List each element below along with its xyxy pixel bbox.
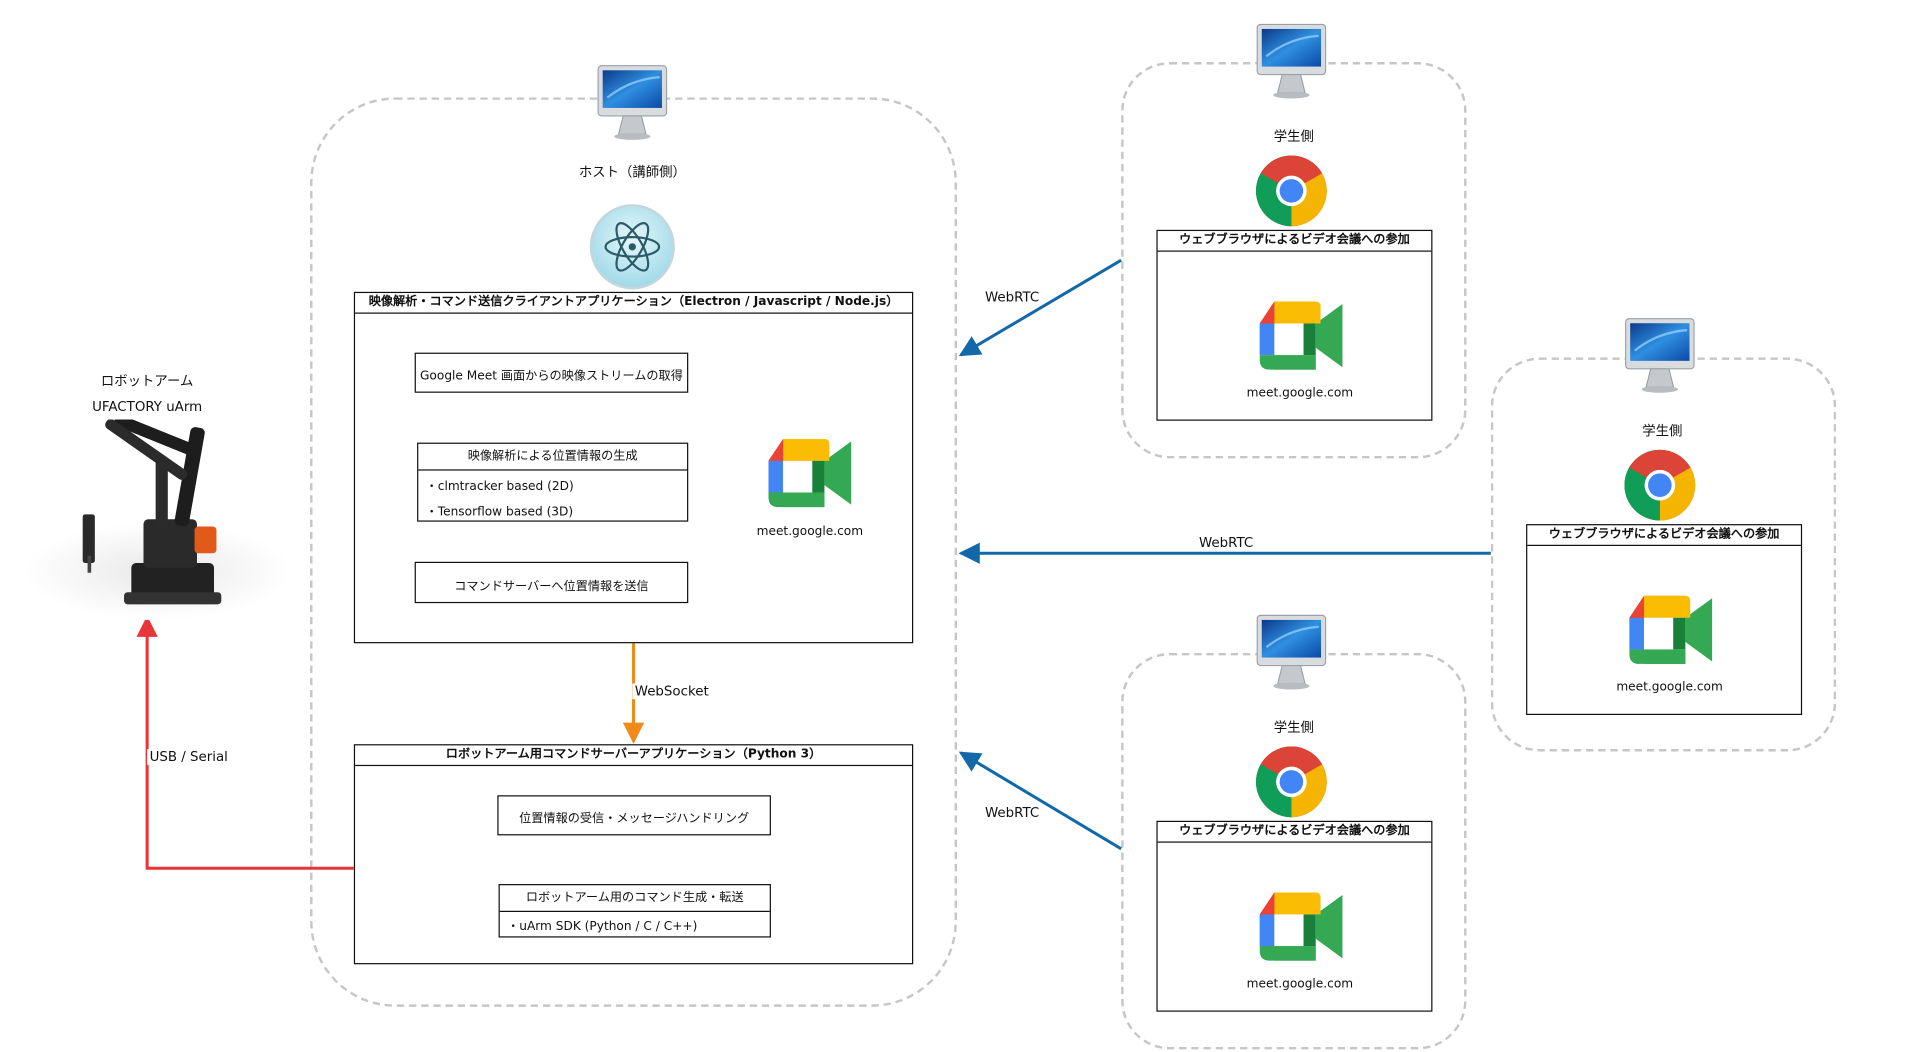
robot-arm-image (24, 419, 292, 621)
server-step-receive: 位置情報の受信・メッセージハンドリング (497, 795, 771, 836)
websocket-label: WebSocket (632, 683, 712, 700)
student-1-meet-logo-icon (1257, 299, 1345, 372)
client-step-send-label: コマンドサーバーへ位置情報を送信 (454, 580, 649, 594)
student-2-computer-icon (1623, 316, 1696, 396)
student-1-meet-label: meet.google.com (1246, 386, 1354, 401)
student-2-chrome-logo-icon (1622, 447, 1697, 522)
student-3-meet-label: meet.google.com (1246, 977, 1354, 992)
host-computer-icon (596, 63, 669, 143)
student-3-title: 学生側 (1273, 719, 1314, 736)
student-3-box-title: ウェブブラウザによるビデオ会議への参加 (1157, 822, 1432, 843)
student-2-box: ウェブブラウザによるビデオ会議への参加 meet.google.com (1526, 524, 1803, 716)
webrtc-label-3: WebRTC (982, 804, 1042, 821)
webrtc-label-1: WebRTC (982, 289, 1042, 306)
webrtc-edge-1 (958, 258, 1122, 357)
webrtc-edge-3 (958, 751, 1122, 851)
serial-edge (136, 615, 354, 870)
client-step-analysis-item-1: ・clmtracker based (2D) (425, 480, 574, 494)
server-app-box: ロボットアーム用コマンドサーバーアプリケーション（Python 3） 位置情報の… (353, 744, 914, 965)
client-app-title: 映像解析・コマンド送信クライアントアプリケーション（Electron / Jav… (355, 293, 912, 314)
client-step-analysis: 映像解析による位置情報の生成 ・clmtracker based (2D) ・T… (417, 442, 689, 522)
student-1-box-title: ウェブブラウザによるビデオ会議への参加 (1157, 231, 1432, 252)
serial-label: USB / Serial (147, 749, 231, 765)
client-app-box: 映像解析・コマンド送信クライアントアプリケーション（Electron / Jav… (353, 291, 914, 644)
student-2-box-title: ウェブブラウザによるビデオ会議への参加 (1527, 525, 1801, 546)
student-2-meet-logo-icon (1627, 593, 1715, 666)
student-2-meet-label: meet.google.com (1616, 680, 1723, 695)
client-step-stream-label: Google Meet 画面からの映像ストリームの取得 (420, 369, 683, 384)
robot-model: UFACTORY uArm (92, 398, 203, 415)
robot-title: ロボットアーム (100, 373, 194, 390)
webrtc-label-2: WebRTC (1196, 535, 1256, 551)
host-meet-label: meet.google.com (756, 525, 864, 539)
student-3-box: ウェブブラウザによるビデオ会議への参加 meet.google.com (1156, 820, 1433, 1012)
server-step-command-item: ・uArm SDK (Python / C / C++) (507, 920, 698, 934)
client-step-analysis-title: 映像解析による位置情報の生成 (418, 444, 688, 471)
student-1-chrome-logo-icon (1254, 153, 1329, 228)
electron-logo-icon (589, 203, 677, 291)
student-1-box: ウェブブラウザによるビデオ会議への参加 meet.google.com (1156, 229, 1433, 421)
student-3-computer-icon (1255, 613, 1328, 693)
server-step-command: ロボットアーム用のコマンド生成・転送 ・uArm SDK (Python / C… (498, 884, 771, 938)
host-title: ホスト（講師側） (578, 164, 686, 180)
server-app-title: ロボットアーム用コマンドサーバーアプリケーション（Python 3） (355, 745, 912, 767)
client-step-stream: Google Meet 画面からの映像ストリームの取得 (414, 352, 689, 393)
student-3-meet-logo-icon (1257, 890, 1345, 963)
host-meet-logo-icon (766, 437, 854, 510)
server-step-receive-label: 位置情報の受信・メッセージハンドリング (519, 812, 750, 826)
student-2-title: 学生側 (1642, 423, 1683, 439)
student-3-chrome-logo-icon (1254, 744, 1329, 819)
server-step-command-title: ロボットアーム用のコマンド生成・転送 (499, 885, 770, 912)
client-step-analysis-item-2: ・Tensorflow based (3D) (425, 505, 574, 520)
student-1-computer-icon (1255, 22, 1328, 102)
student-1-title: 学生側 (1273, 128, 1314, 145)
client-step-send: コマンドサーバーへ位置情報を送信 (414, 561, 689, 604)
